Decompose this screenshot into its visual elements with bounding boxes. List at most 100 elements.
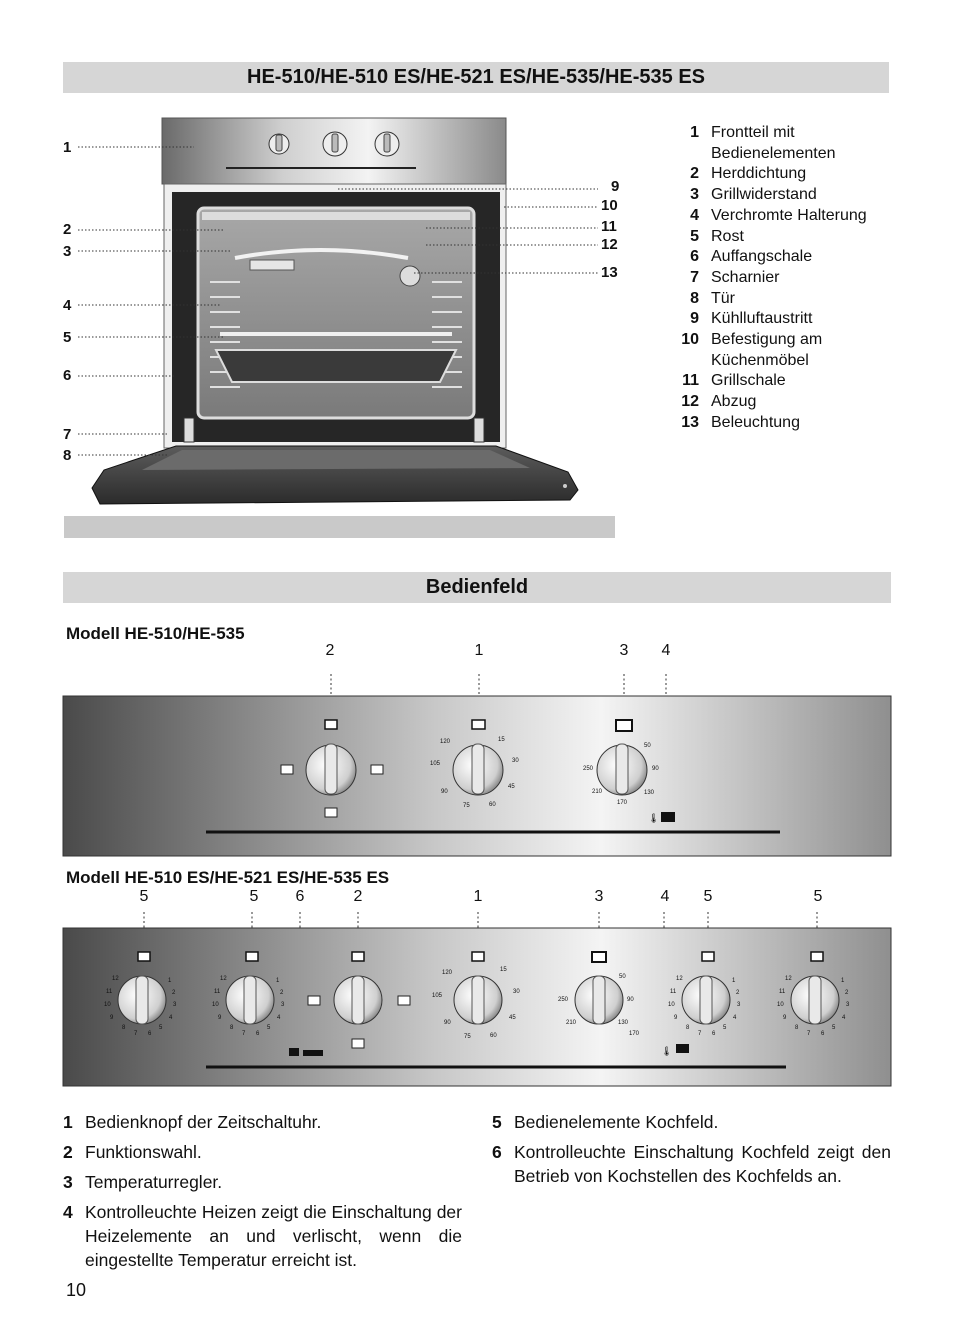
hob-scale-label: 10: [104, 1002, 111, 1008]
hob-scale-label: 11: [779, 989, 786, 995]
hob-knob-4: [790, 951, 840, 1025]
temp-scale-label: 90: [627, 997, 634, 1003]
oven-label-13: 13: [601, 264, 618, 281]
oven-label-4: 4: [63, 297, 72, 314]
oven-label-11: 11: [601, 218, 617, 235]
function-knob: [280, 719, 384, 818]
timer-scale-label: 75: [464, 1034, 471, 1040]
hob-scale-label: 10: [668, 1002, 675, 1008]
timer-scale-label: 105: [430, 761, 441, 767]
hob-knob-1: [117, 951, 167, 1025]
model1-callout: 2: [325, 642, 335, 659]
hob-scale-label: 4: [733, 1015, 737, 1021]
hob-scale-label: 10: [777, 1002, 784, 1008]
timer-scale-label: 75: [463, 803, 470, 809]
page-number: 10: [66, 1280, 87, 1300]
hob-scale-label: 2: [280, 990, 284, 996]
hob-scale-label: 8: [230, 1025, 234, 1031]
temp-scale-label: 50: [619, 974, 626, 980]
hob-scale-label: 11: [670, 989, 677, 995]
hob-scale-label: 8: [122, 1025, 126, 1031]
timer-knob: [452, 719, 504, 796]
temp-scale-label: 210: [566, 1020, 577, 1026]
hob-scale-label: 3: [173, 1002, 177, 1008]
oven-label-10: 10: [601, 197, 618, 214]
model2-callout: 6: [295, 888, 305, 905]
model2-callout: 2: [353, 888, 363, 905]
model1-callout: 4: [661, 642, 671, 659]
oven-illustration: [64, 117, 615, 538]
model2-callout: 5: [249, 888, 259, 905]
hob-scale-label: 11: [214, 989, 221, 995]
oven-label-8: 8: [63, 447, 72, 464]
hob-scale-label: 4: [842, 1015, 846, 1021]
temp-scale-label: 170: [629, 1031, 640, 1037]
hob-scale-label: 1: [841, 978, 845, 984]
model2-callout: 4: [660, 888, 670, 905]
model2-callout: 1: [473, 888, 483, 905]
model2-callout: 3: [594, 888, 604, 905]
timer-scale-label: 30: [512, 758, 519, 764]
hob-scale-label: 3: [281, 1002, 285, 1008]
hob-scale-label: 8: [795, 1025, 799, 1031]
control-panel-model1: 120 15 30 45 60 75 90 105 50 90 130 170 …: [62, 674, 892, 857]
svg-text:🌡: 🌡: [661, 1046, 672, 1056]
hob-scale-label: 9: [218, 1015, 222, 1021]
hob-scale-label: 5: [267, 1025, 271, 1031]
timer-scale-label: 120: [442, 970, 453, 976]
hob-scale-label: 12: [676, 976, 683, 982]
hob-scale-label: 1: [276, 978, 280, 984]
hob-scale-label: 12: [220, 976, 227, 982]
timer-scale-label: 15: [498, 737, 505, 743]
timer-scale-label: 120: [440, 739, 451, 745]
section-title: Bedienfeld: [425, 576, 529, 598]
temp-scale-label: 170: [617, 800, 628, 806]
hob-scale-label: 2: [736, 990, 740, 996]
hob-scale-label: 5: [832, 1025, 836, 1031]
page-title: HE-510/HE-510 ES/HE-521 ES/HE-535/HE-535…: [247, 66, 705, 88]
hob-scale-label: 2: [845, 990, 849, 996]
timer-scale-label: 90: [444, 1020, 451, 1026]
hob-scale-label: 5: [159, 1025, 163, 1031]
hob-scale-label: 1: [732, 978, 736, 984]
timer-scale-label: 60: [490, 1033, 497, 1039]
timer-scale-label: 30: [513, 989, 520, 995]
hob-scale-label: 12: [785, 976, 792, 982]
hob-scale-label: 7: [134, 1031, 138, 1037]
timer-scale-label: 15: [500, 967, 507, 973]
model2-callout: 5: [139, 888, 149, 905]
temp-scale-label: 210: [592, 789, 603, 795]
temp-scale-label: 130: [644, 790, 655, 796]
section-title-bar: Bedienfeld: [63, 572, 891, 603]
hob-knob-3: [681, 951, 731, 1025]
hob-scale-label: 10: [212, 1002, 219, 1008]
hob-scale-label: 1: [168, 978, 172, 984]
model2-callout: 5: [813, 888, 823, 905]
oven-label-2: 2: [63, 221, 72, 238]
hob-scale-label: 11: [106, 989, 113, 995]
page-title-bar: HE-510/HE-510 ES/HE-521 ES/HE-535/HE-535…: [63, 62, 889, 93]
hob-scale-label: 2: [172, 990, 176, 996]
oven-label-6: 6: [63, 367, 72, 384]
hob-scale-label: 4: [277, 1015, 281, 1021]
temp-scale-label: 250: [583, 766, 594, 772]
hob-scale-label: 3: [846, 1002, 850, 1008]
temperature-knob: [596, 719, 648, 796]
oven-label-5: 5: [63, 329, 72, 346]
